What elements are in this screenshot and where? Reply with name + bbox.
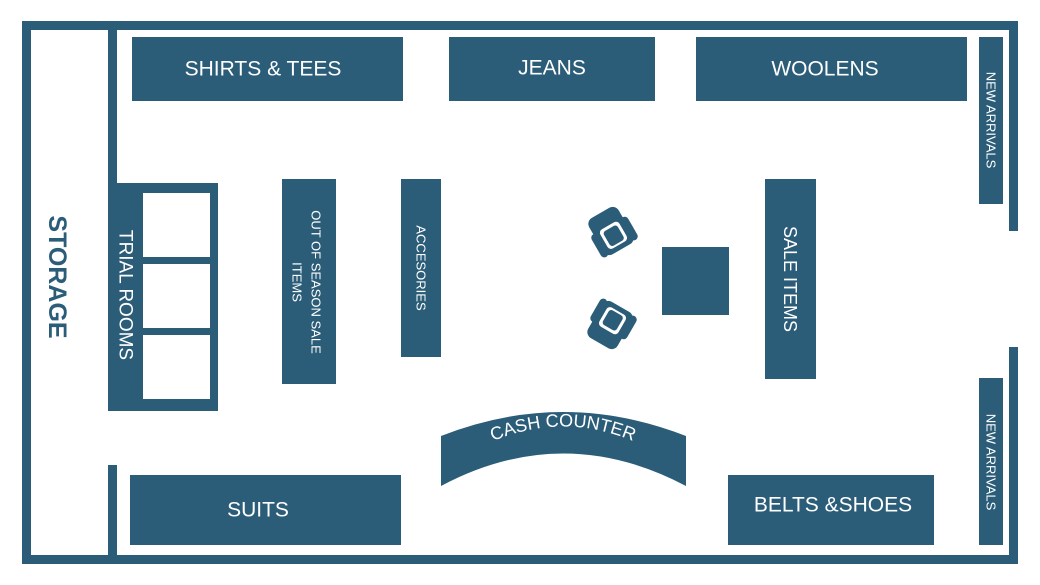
square-table-icon [662, 247, 729, 315]
trial-rooms: TRIAL ROOMS [108, 183, 218, 411]
sale-items-label: SALE ITEMS [780, 226, 800, 332]
cash-counter: CASH COUNTER [441, 410, 686, 486]
belts-shoes-label: BELTS &SHOES [754, 494, 912, 517]
suits-label: SUITS [227, 499, 289, 522]
section-new-arrivals-top: NEW ARRIVALS [979, 37, 1003, 204]
section-new-arrivals-bottom: NEW ARRIVALS [979, 378, 1003, 545]
trial-room-cubicle [143, 264, 210, 328]
trial-rooms-label: TRIAL ROOMS [115, 230, 136, 360]
armchair-icon [587, 298, 637, 350]
out-of-season-line1: OUT OF SEASON SALE [309, 210, 324, 354]
accessories-label: ACCESORIES [414, 225, 429, 311]
section-suits: SUITS [130, 475, 401, 545]
jeans-label: JEANS [518, 57, 586, 80]
section-sale-items: SALE ITEMS [765, 179, 816, 379]
section-accessories: ACCESORIES [401, 179, 441, 357]
trial-room-cubicle [143, 335, 210, 399]
out-of-season-line2: ITEMS [290, 262, 305, 302]
new-arrivals-bottom-label: NEW ARRIVALS [984, 414, 999, 511]
section-belts-shoes: BELTS &SHOES [728, 475, 934, 545]
trial-room-cubicle [143, 193, 210, 257]
shirts-tees-label: SHIRTS & TEES [185, 58, 342, 81]
section-jeans: JEANS [449, 37, 655, 101]
section-woolens: WOOLENS [696, 37, 967, 101]
new-arrivals-top-label: NEW ARRIVALS [984, 72, 999, 169]
storage-label: STORAGE [43, 215, 71, 338]
storage-partition [108, 30, 117, 555]
section-out-of-season-sale: OUT OF SEASON SALE ITEMS [282, 179, 336, 384]
woolens-label: WOOLENS [771, 58, 878, 81]
section-shirts-tees: SHIRTS & TEES [132, 37, 403, 101]
outer-walls [22, 21, 1018, 564]
armchair-icon [588, 206, 638, 258]
